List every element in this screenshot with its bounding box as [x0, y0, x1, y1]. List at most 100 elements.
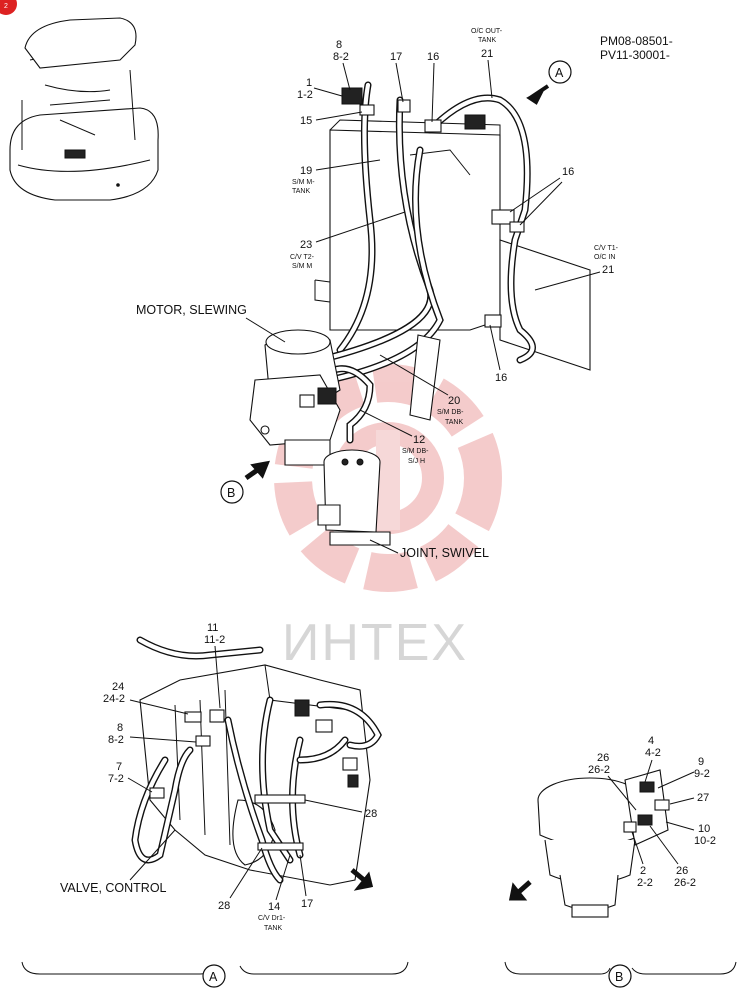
svg-text:24: 24	[112, 681, 124, 693]
svg-text:S/M M-: S/M M-	[292, 179, 315, 186]
svg-text:2-2: 2-2	[637, 877, 653, 889]
label-valve-control: VALVE, CONTROL	[60, 829, 176, 895]
label-9-br: 9 9-2	[657, 756, 710, 789]
svg-text:S/M DB-: S/M DB-	[402, 448, 429, 455]
svg-text:4: 4	[648, 735, 654, 747]
slewing-motor	[249, 329, 341, 466]
label-8-top: 8 8-2	[333, 39, 351, 91]
swivel-joint	[317, 449, 391, 546]
svg-text:2: 2	[4, 3, 8, 10]
svg-text:S/M M: S/M M	[292, 263, 312, 270]
svg-text:20: 20	[448, 395, 460, 407]
svg-text:17: 17	[301, 898, 313, 910]
svg-text:12: 12	[413, 434, 425, 446]
label-27-br: 27	[669, 792, 709, 805]
fittings-bottom-left	[149, 699, 359, 851]
svg-text:17: 17	[390, 51, 402, 63]
hoses-bottom-left	[131, 636, 382, 884]
svg-text:TANK: TANK	[445, 419, 463, 426]
bracket-view-b: B	[504, 961, 737, 988]
label-24-bl: 24 24-2	[103, 681, 189, 715]
svg-text:16: 16	[562, 166, 574, 178]
svg-text:A: A	[555, 66, 564, 80]
svg-text:14: 14	[268, 901, 280, 913]
svg-text:VALVE, CONTROL: VALVE, CONTROL	[60, 881, 167, 895]
machine-thumbnail	[9, 17, 159, 201]
label-8-bl: 8 8-2	[108, 722, 197, 746]
arrow-bottom-right	[508, 880, 532, 901]
svg-text:16: 16	[427, 51, 439, 63]
svg-text:9-2: 9-2	[694, 768, 710, 780]
svg-text:23: 23	[300, 239, 312, 251]
svg-text:19: 19	[300, 165, 312, 177]
label-20-top: 20 S/M DB- TANK	[379, 354, 464, 426]
label-28-bl-a: 28	[304, 799, 377, 820]
svg-text:C/V T1-: C/V T1-	[594, 245, 619, 252]
svg-text:MOTOR, SLEWING: MOTOR, SLEWING	[136, 303, 247, 317]
svg-text:26-2: 26-2	[674, 877, 696, 889]
label-23-top: 23 C/V T2- S/M M	[290, 211, 406, 270]
svg-text:21: 21	[481, 48, 493, 60]
svg-text:8: 8	[117, 722, 123, 734]
svg-text:S/M DB-: S/M DB-	[437, 409, 464, 416]
svg-text:2: 2	[640, 865, 646, 877]
svg-text:A: A	[209, 970, 218, 984]
svg-text:1-2: 1-2	[297, 89, 313, 101]
svg-text:C/V Dr1-: C/V Dr1-	[258, 915, 286, 922]
label-1-top: 1 1-2	[297, 77, 343, 101]
control-valve-assembly	[139, 664, 371, 886]
svg-text:7-2: 7-2	[108, 773, 124, 785]
label-16-top-b: 16	[509, 166, 574, 226]
bracket-view-a: A	[21, 961, 409, 988]
svg-text:26-2: 26-2	[588, 764, 610, 776]
svg-text:JOINT, SWIVEL: JOINT, SWIVEL	[400, 546, 489, 560]
label-7-bl: 7 7-2	[108, 761, 153, 793]
svg-text:10: 10	[698, 823, 710, 835]
serial-range-1: PM08-08501-	[600, 34, 673, 48]
svg-text:24-2: 24-2	[103, 693, 125, 705]
svg-text:28: 28	[365, 808, 377, 820]
svg-text:21: 21	[602, 264, 614, 276]
svg-text:28: 28	[218, 900, 230, 912]
label-16-top-c: 16	[489, 324, 507, 384]
svg-text:26: 26	[676, 865, 688, 877]
label-motor-slewing: MOTOR, SLEWING	[136, 303, 286, 343]
label-17-bl: 17	[299, 854, 313, 910]
svg-text:B: B	[615, 970, 623, 984]
svg-text:C/V T2-: C/V T2-	[290, 254, 315, 261]
svg-text:8: 8	[336, 39, 342, 51]
fittings-top	[341, 87, 525, 328]
svg-text:8-2: 8-2	[108, 734, 124, 746]
label-21-top-a: O/C OUT- TANK 21	[471, 28, 503, 99]
svg-text:11-2: 11-2	[204, 634, 225, 646]
watermark-text: ИНТЕХ	[282, 614, 468, 672]
serial-range-2: PV11-30001-	[600, 48, 670, 62]
svg-text:7: 7	[116, 761, 122, 773]
label-28-bl-b: 28	[218, 847, 263, 912]
svg-text:8-2: 8-2	[333, 51, 349, 63]
label-19-top: 19 S/M M- TANK	[292, 159, 381, 195]
svg-text:16: 16	[495, 372, 507, 384]
svg-text:TANK: TANK	[264, 925, 282, 932]
label-26-br-a: 26 26-2	[588, 752, 637, 811]
label-21-top-b: C/V T1- O/C IN 21	[534, 245, 619, 291]
svg-text:4-2: 4-2	[645, 747, 661, 759]
svg-text:11: 11	[207, 622, 218, 634]
svg-text:10-2: 10-2	[694, 835, 716, 847]
motor-view-b	[537, 769, 670, 918]
svg-text:O/C OUT-: O/C OUT-	[471, 28, 503, 35]
corner-badge: 2	[0, 0, 17, 15]
svg-text:15: 15	[300, 115, 312, 127]
svg-text:26: 26	[597, 752, 609, 764]
svg-text:B: B	[227, 486, 235, 500]
label-12-top: 12 S/M DB- S/J H	[359, 409, 429, 465]
label-joint-swivel: JOINT, SWIVEL	[369, 539, 489, 560]
label-26-br-b: 26 26-2	[649, 825, 696, 889]
label-4-br: 4 4-2	[644, 735, 661, 783]
svg-text:1: 1	[306, 77, 312, 89]
label-15-top: 15	[300, 111, 363, 127]
svg-text:TANK: TANK	[478, 37, 496, 44]
svg-text:O/C IN: O/C IN	[594, 254, 615, 261]
label-10-br: 10 10-2	[665, 821, 716, 847]
